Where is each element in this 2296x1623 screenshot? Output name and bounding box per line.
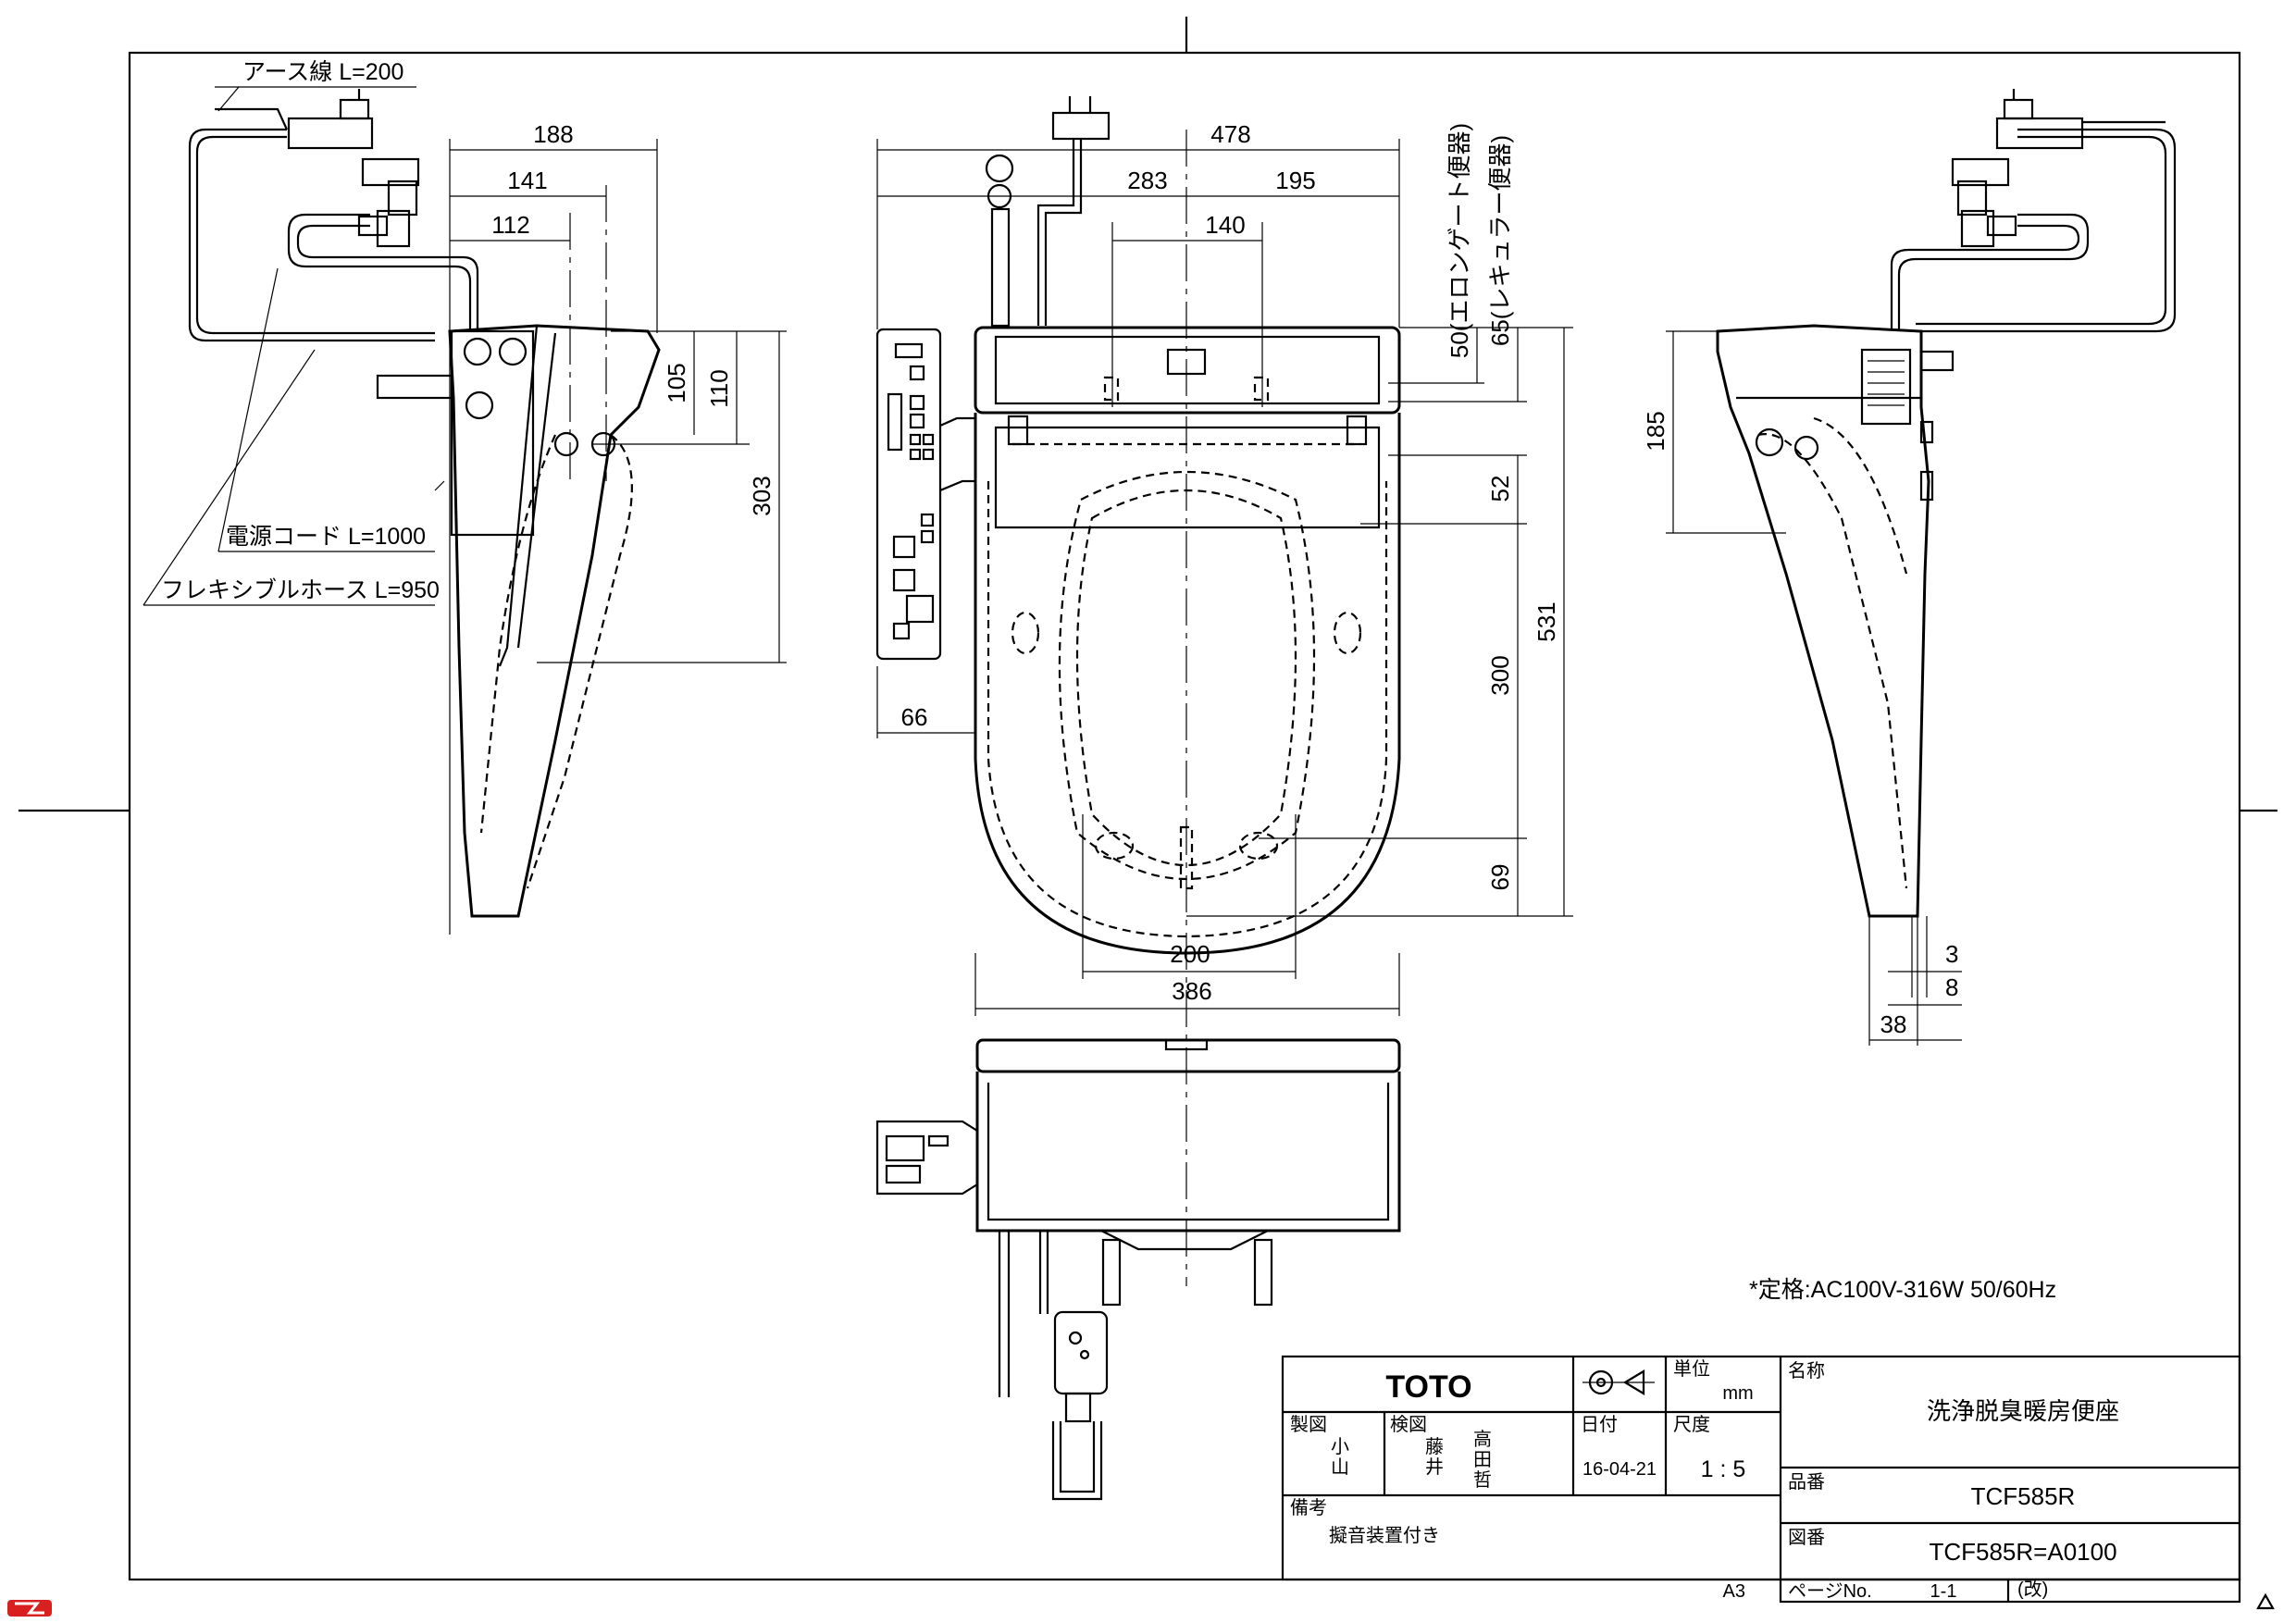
- svg-text:303: 303: [748, 476, 776, 515]
- top-view: 478 283 195 140 66 200 386: [875, 96, 1573, 1286]
- svg-text:名称: 名称: [1788, 1360, 1825, 1381]
- svg-text:140: 140: [1205, 211, 1245, 239]
- brand-logo: TOTO: [1385, 1369, 1471, 1405]
- dim-200: 200: [1083, 940, 1296, 973]
- dim-478: 478: [877, 120, 1399, 151]
- projection-symbol-icon: [1582, 1369, 1655, 1395]
- svg-text:A3: A3: [1723, 1581, 1745, 1602]
- svg-text:3: 3: [1945, 940, 1958, 968]
- svg-text:38: 38: [1880, 1010, 1907, 1038]
- svg-text:112: 112: [491, 211, 529, 239]
- dim-140: 140: [1112, 211, 1262, 242]
- svg-text:1-1: 1-1: [1930, 1581, 1957, 1602]
- svg-text:高: 高: [1473, 1429, 1492, 1450]
- svg-text:8: 8: [1945, 973, 1958, 1001]
- dim-195: 195: [1186, 167, 1399, 197]
- dim-65-regular: 65(レキュラー便器): [1486, 135, 1519, 402]
- dim-188: 188: [450, 120, 657, 151]
- svg-text:200: 200: [1170, 940, 1210, 968]
- svg-text:mm: mm: [1722, 1383, 1753, 1404]
- dim-66: 66: [877, 703, 975, 734]
- dim-8: 8: [1888, 973, 1962, 1006]
- callout-flex-hose: フレキシブルホース L=950: [143, 349, 440, 606]
- revision-triangle-icon: [2256, 1592, 2275, 1610]
- svg-text:小: 小: [1331, 1436, 1349, 1457]
- svg-text:16-04-21: 16-04-21: [1582, 1459, 1657, 1480]
- svg-text:478: 478: [1210, 120, 1250, 148]
- svg-text:日付: 日付: [1581, 1414, 1618, 1435]
- svg-text:井: 井: [1425, 1456, 1444, 1478]
- title-block: TOTO 単位 mm 製図 小 山 検図 藤 井 高 田 哲 日付 16-04-…: [1281, 1355, 2241, 1604]
- dim-386: 386: [975, 977, 1399, 1010]
- dim-303: 303: [748, 331, 780, 663]
- svg-text:備考: 備考: [1290, 1497, 1327, 1518]
- svg-text:300: 300: [1486, 655, 1514, 695]
- svg-text:TCF585R: TCF585R: [1971, 1482, 2076, 1510]
- svg-text:品番: 品番: [1788, 1471, 1825, 1493]
- svg-text:188: 188: [533, 120, 573, 148]
- svg-text:66: 66: [901, 703, 928, 731]
- svg-text:検図: 検図: [1390, 1414, 1427, 1435]
- callout-earth-wire: アース線 L=200: [215, 59, 416, 112]
- svg-text:哲: 哲: [1473, 1469, 1492, 1491]
- svg-text:アース線 L=200: アース線 L=200: [242, 59, 403, 85]
- dim-50-elongated: 50(エロンゲート便器): [1446, 123, 1478, 383]
- svg-text:69: 69: [1486, 864, 1514, 891]
- svg-text:TCF585R=A0100: TCF585R=A0100: [1929, 1538, 2116, 1566]
- dim-110: 110: [705, 331, 738, 444]
- svg-text:洗浄脱臭暖房便座: 洗浄脱臭暖房便座: [1927, 1397, 2119, 1425]
- dim-300: 300: [1486, 524, 1519, 838]
- rating-note: *定格:AC100V-316W 50/60Hz: [1749, 1277, 2056, 1303]
- svg-text:531: 531: [1533, 601, 1560, 641]
- svg-text:141: 141: [507, 167, 547, 194]
- svg-text:擬音装置付き: 擬音装置付き: [1329, 1525, 1440, 1546]
- svg-text:田: 田: [1473, 1450, 1492, 1470]
- svg-text:50(エロンゲート便器): 50(エロンゲート便器): [1446, 123, 1473, 358]
- dim-141: 141: [450, 167, 606, 197]
- svg-text:フレキシブルホース L=950: フレキシブルホース L=950: [161, 577, 440, 603]
- svg-text:185: 185: [1642, 411, 1669, 451]
- svg-text:1 : 5: 1 : 5: [1701, 1456, 1746, 1482]
- dim-52: 52: [1486, 455, 1519, 524]
- svg-text:山: 山: [1331, 1456, 1349, 1478]
- svg-text:藤: 藤: [1425, 1436, 1444, 1457]
- dim-3: 3: [1888, 940, 1962, 973]
- dim-531: 531: [1533, 328, 1565, 916]
- dim-185: 185: [1642, 331, 1674, 533]
- dim-105: 105: [663, 331, 695, 435]
- svg-text:65(レキュラー便器): 65(レキュラー便器): [1486, 135, 1514, 346]
- dim-283: 283: [877, 167, 1186, 197]
- corner-logo-icon: [7, 1600, 52, 1617]
- control-panel: [875, 328, 975, 661]
- dim-69: 69: [1486, 838, 1519, 916]
- svg-text:105: 105: [663, 363, 690, 403]
- right-side-view: 185 3 8 38: [1642, 89, 2177, 1046]
- bottom-view: [875, 1038, 1401, 1501]
- sheet-frame: [19, 17, 2277, 1581]
- dim-112: 112: [450, 211, 570, 242]
- svg-text:386: 386: [1172, 977, 1211, 1005]
- left-side-view: 188 141 112 105 110 303 アース線 L: [143, 59, 787, 935]
- svg-text:195: 195: [1275, 167, 1315, 194]
- svg-text:電源コード L=1000: 電源コード L=1000: [226, 524, 426, 550]
- svg-text:単位: 単位: [1673, 1358, 1710, 1380]
- svg-text:(改): (改): [2017, 1579, 2048, 1600]
- svg-text:52: 52: [1486, 476, 1514, 502]
- svg-text:図番: 図番: [1788, 1527, 1825, 1548]
- svg-text:ページNo.: ページNo.: [1788, 1581, 1872, 1602]
- svg-text:110: 110: [705, 369, 733, 407]
- svg-text:尺度: 尺度: [1673, 1414, 1710, 1435]
- callout-power-cord: 電源コード L=1000: [217, 267, 435, 552]
- svg-text:283: 283: [1127, 167, 1167, 194]
- dim-38: 38: [1869, 1010, 1962, 1041]
- svg-text:製図: 製図: [1290, 1414, 1327, 1435]
